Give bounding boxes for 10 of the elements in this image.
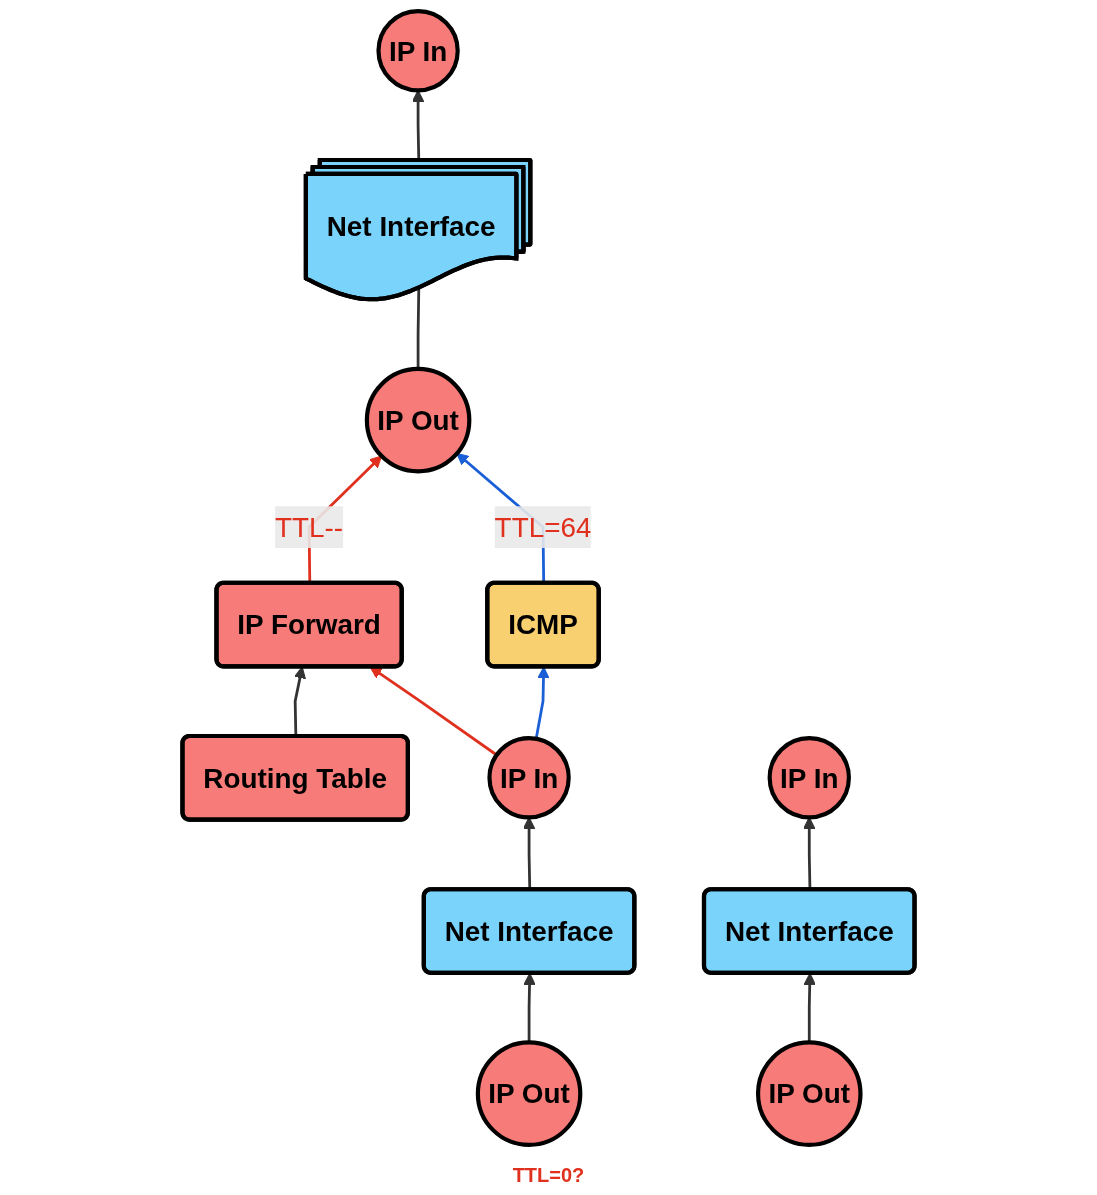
node-circle: IP In [376, 9, 460, 93]
edge-label: TTL-- [275, 511, 344, 543]
node-circle: IP In [767, 736, 851, 820]
node-circle: IP Out [475, 1040, 583, 1147]
node-circle: IP Out [755, 1040, 863, 1147]
edge-label: TTL=64 [494, 511, 592, 543]
node-circle: IP Out [364, 366, 472, 474]
connector [416, 288, 421, 369]
note-label: TTL=0? [512, 1164, 585, 1187]
node-circle: IP In [487, 736, 571, 820]
